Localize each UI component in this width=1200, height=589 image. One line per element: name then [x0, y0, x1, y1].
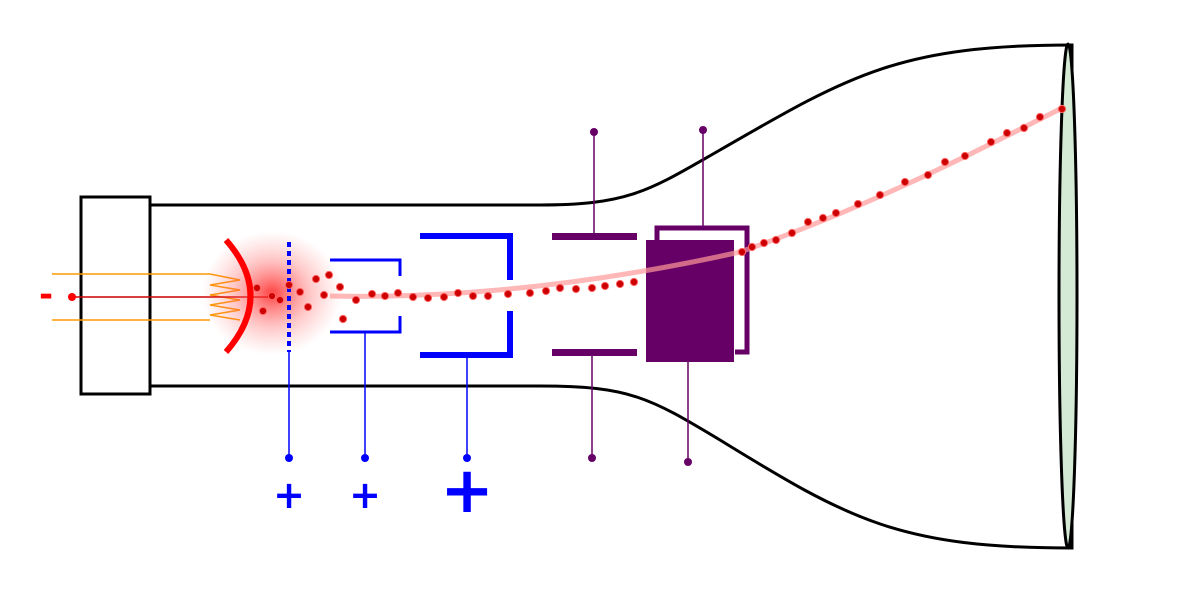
electron-dot: [1019, 123, 1029, 133]
grid-terminal: [285, 454, 293, 462]
cathode: [223, 238, 254, 354]
electron-dot: [267, 291, 277, 301]
vertical-deflection-plate-top: [552, 233, 637, 240]
electron-dot: [439, 292, 449, 302]
anode-leads: [288, 332, 468, 458]
electron-dot: [1002, 128, 1012, 138]
electron-dot: [1057, 104, 1067, 114]
electron-dot: [408, 292, 418, 302]
horizontal-deflection-plate-back: [654, 225, 750, 355]
electron-dot: [351, 295, 361, 305]
second-anode-upper: [420, 233, 513, 280]
electron-dot: [759, 238, 769, 248]
second-anode-lower: [420, 311, 513, 358]
electron-dot: [960, 151, 970, 161]
electron-dot: [1035, 112, 1045, 122]
electron-dot: [423, 293, 433, 303]
electron-dot: [324, 270, 334, 280]
electron-dot: [295, 287, 305, 297]
electron-dot: [986, 137, 996, 147]
electron-dot: [258, 306, 268, 316]
second-anode-terminal: [463, 454, 471, 462]
electron-dot: [571, 284, 581, 294]
electron-dot: [541, 286, 551, 296]
electron-dot: [525, 288, 535, 298]
electron-dot: [380, 291, 390, 301]
electron-dot: [335, 282, 345, 292]
first-anode-upper: [330, 258, 402, 276]
electron-dot: [615, 279, 625, 289]
electron-dot: [468, 291, 478, 301]
first-anode-sign: +: [349, 473, 381, 517]
first-anode-lower: [330, 316, 402, 334]
electron-dot: [393, 288, 403, 298]
electron-dot: [875, 190, 885, 200]
electron-dot: [600, 281, 610, 291]
electron-dot: [453, 288, 463, 298]
electron-dot: [737, 247, 747, 257]
electron-dot: [252, 283, 262, 293]
electron-dot: [338, 314, 348, 324]
electron-dot: [503, 289, 513, 299]
electron-dot: [900, 177, 910, 187]
electron-dot: [319, 290, 329, 300]
electron-dot: [923, 170, 933, 180]
vertical-deflection-plate-bottom: [552, 349, 637, 356]
tube-base: [79, 195, 152, 396]
cathode-sign: -: [39, 275, 53, 315]
horizontal-plate-terminal-bottom: [684, 458, 692, 466]
electron-dot: [803, 217, 813, 227]
electron-dot: [818, 213, 828, 223]
cathode-terminal: [68, 293, 76, 301]
electron-dot: [787, 228, 797, 238]
electron-dot: [555, 283, 565, 293]
electron-dot: [303, 302, 313, 312]
electron-dot: [483, 291, 493, 301]
first-anode-terminal: [361, 454, 369, 462]
electron-dot: [275, 295, 285, 305]
electron-dot: [771, 235, 781, 245]
phosphor-screen: [1057, 42, 1079, 550]
vertical-plate-terminal-bottom: [588, 454, 596, 462]
electron-dot: [853, 199, 863, 209]
electron-dot: [629, 277, 639, 287]
grid-sign: +: [273, 473, 305, 517]
electron-dot: [284, 280, 294, 290]
horizontal-plate-terminal-top: [699, 126, 707, 134]
second-anode-sign: +: [440, 454, 494, 528]
electron-dot: [367, 289, 377, 299]
electron-dot: [311, 274, 321, 284]
vertical-plate-terminal-top: [590, 128, 598, 136]
electron-beam: [252, 104, 1067, 324]
electron-dot: [831, 208, 841, 218]
electron-dot: [940, 157, 950, 167]
electron-dot: [587, 283, 597, 293]
electron-dot: [747, 242, 757, 252]
